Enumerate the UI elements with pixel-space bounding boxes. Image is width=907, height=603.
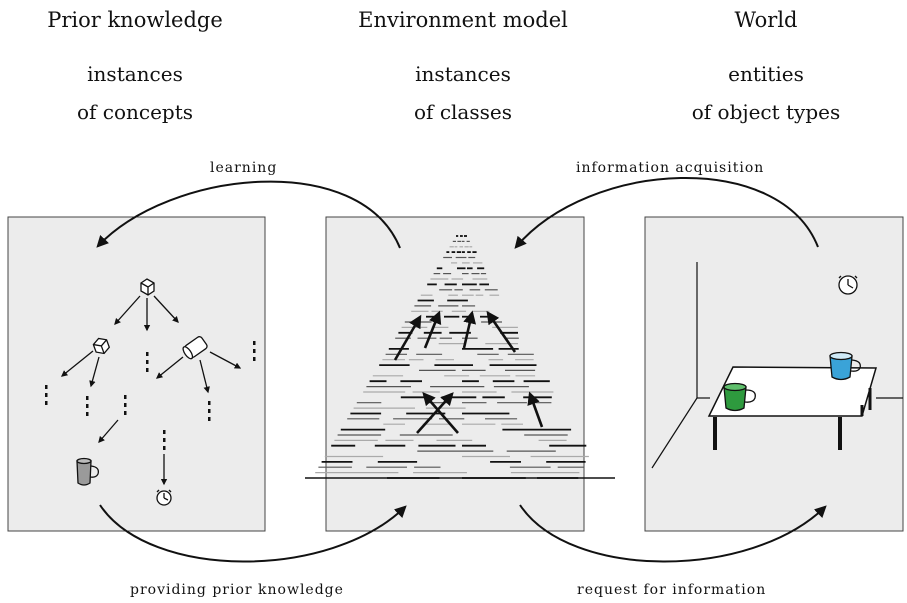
gray-cup-icon xyxy=(76,457,99,486)
child-cylinder-icon xyxy=(182,336,208,360)
subtitle-instances-of-classes-1: instances xyxy=(415,62,511,86)
ellipsis-group xyxy=(45,341,256,450)
root-cube-icon xyxy=(140,278,155,296)
arrow-request-for-information xyxy=(519,504,827,563)
arrow-learning xyxy=(96,180,401,249)
subtitle-entities-of-object-types-1: entities xyxy=(728,62,804,86)
clock-icon xyxy=(156,489,172,506)
column-title-prior-knowledge: Prior knowledge xyxy=(47,8,223,32)
room-scene xyxy=(651,262,903,469)
subtitle-instances-of-concepts-2: of concepts xyxy=(76,100,194,124)
subtitle-entities-of-object-types-2: of object types xyxy=(691,100,841,124)
subtitle-instances-of-concepts-1: instances xyxy=(87,62,183,86)
label-information-acquisition: information acquisition xyxy=(576,160,765,176)
table xyxy=(707,366,877,450)
blue-cup-icon xyxy=(829,351,861,381)
label-request-for-information: request for information xyxy=(577,582,767,598)
label-providing-prior-knowledge: providing prior knowledge xyxy=(130,582,344,598)
child-cube-icon xyxy=(92,337,111,355)
column-title-environment-model: Environment model xyxy=(358,8,568,32)
arrow-providing-prior-knowledge xyxy=(99,504,407,563)
subtitle-instances-of-classes-2: of classes xyxy=(414,100,512,124)
clock-icon-world xyxy=(838,275,858,295)
column-title-world: World xyxy=(734,8,798,32)
panel-prior-knowledge xyxy=(7,216,266,532)
green-cup-icon xyxy=(723,382,756,412)
ellipsis-icon xyxy=(146,352,149,372)
panel-environment-model xyxy=(325,216,585,532)
label-learning: learning xyxy=(210,160,278,176)
arrow-information-acquisition xyxy=(514,176,819,249)
concept-tree xyxy=(45,278,256,486)
pyramid-arrows xyxy=(393,310,544,434)
